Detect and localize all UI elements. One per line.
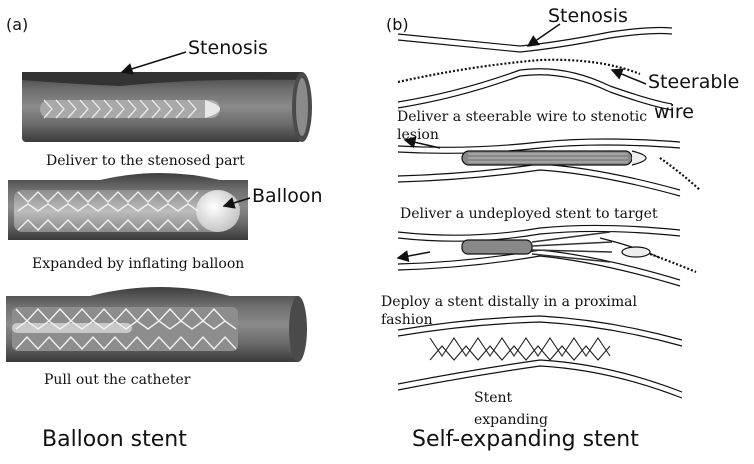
caption-b-step4-line1: Stent xyxy=(474,390,513,406)
panel-b: (b) Stenosis Steerable wire Deliver a st… xyxy=(381,5,739,452)
callout-stenosis-a: Stenosis xyxy=(188,37,268,59)
panel-a-label: (a) xyxy=(6,15,28,34)
stenosis-arrow-b xyxy=(526,23,561,47)
self-expanding-vessel-step2 xyxy=(397,138,701,197)
callout-wire-line1: Steerable xyxy=(648,71,739,93)
caption-b-step1-line2: lesion xyxy=(397,127,439,143)
stenosis-arrow-a xyxy=(120,51,187,75)
caption-b-step4-line2: expanding xyxy=(474,412,548,428)
title-balloon-stent: Balloon stent xyxy=(42,427,187,452)
balloon-vessel-step1 xyxy=(22,72,312,142)
caption-b-step3-line1: Deploy a stent distally in a proximal xyxy=(381,294,637,310)
self-expanding-vessel-step1 xyxy=(397,26,673,111)
self-expanding-vessel-step3 xyxy=(397,224,697,287)
steerable-wire xyxy=(397,58,641,84)
title-self-expanding-stent: Self-expanding stent xyxy=(412,427,639,452)
balloon-vessel-step2 xyxy=(8,173,248,240)
caption-b-step1-line1: Deliver a steerable wire to stenotic xyxy=(397,109,647,125)
inflated-balloon xyxy=(196,190,240,232)
balloon-vessel-step3 xyxy=(6,287,307,362)
callout-stenosis-b: Stenosis xyxy=(548,5,628,27)
caption-a-step3: Pull out the catheter xyxy=(44,372,191,388)
expanded-stent-step3 xyxy=(15,307,237,351)
wire-arrow xyxy=(610,68,647,85)
caption-b-step3-line2: fashion xyxy=(381,312,433,328)
caption-a-step1: Deliver to the stenosed part xyxy=(46,153,245,169)
crimped-stent xyxy=(43,99,197,119)
push-arrow-step2 xyxy=(403,136,441,149)
caption-b-step2: Deliver a undeployed stent to target xyxy=(400,206,658,222)
pull-arrow-step3 xyxy=(396,250,431,262)
panel-a: (a) Stenosis Deliver to the stenosed par… xyxy=(6,15,323,452)
callout-wire-line2: wire xyxy=(654,101,694,123)
balloon-arrow xyxy=(222,197,251,209)
expanded-stent-step2 xyxy=(17,191,199,231)
expanded-self-stent xyxy=(429,337,611,361)
self-expanding-vessel-step4 xyxy=(397,315,683,399)
callout-balloon: Balloon xyxy=(252,185,323,207)
panel-b-label: (b) xyxy=(386,15,409,34)
caption-a-step2: Expanded by inflating balloon xyxy=(32,256,244,272)
